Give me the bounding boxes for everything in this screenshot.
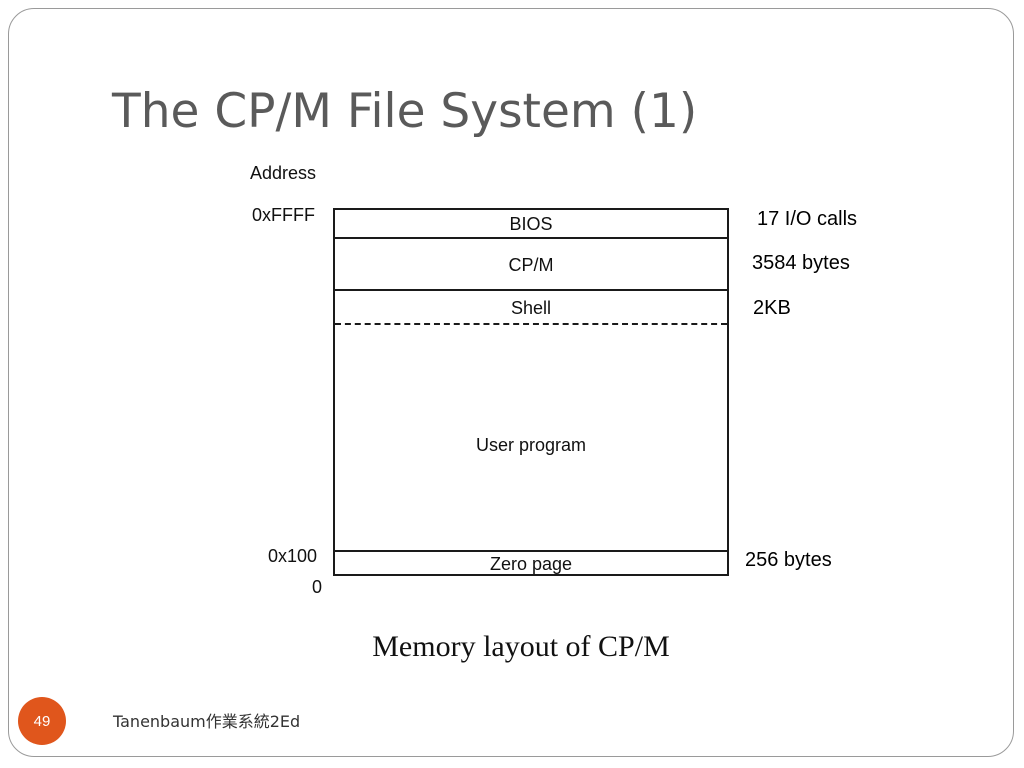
segment-shell-label: Shell [510,298,552,318]
zero-page-divider [335,550,727,552]
bios-cpm-divider [335,237,727,239]
address-bottom-label: 0 [312,577,323,597]
segment-user-program-label: User program [475,435,587,455]
memory-layout-diagram: BIOS CP/M Shell User program Zero page [333,208,729,576]
slide-frame [8,8,1014,757]
note-shell: 2KB [753,297,791,319]
segment-zero-page-label: Zero page [489,554,573,574]
cpm-shell-divider [335,289,727,291]
address-header: Address [250,163,317,183]
shell-boundary-dashed-line [335,323,727,325]
note-zero-page: 256 bytes [745,549,832,571]
note-cpm: 3584 bytes [752,252,850,274]
page-number: 49 [33,712,51,730]
note-bios: 17 I/O calls [757,208,858,230]
footer-text: Tanenbaum作業系統2Ed [113,712,301,731]
address-zero-page-label: 0x100 [268,546,318,566]
segment-cpm-label: CP/M [508,255,554,275]
diagram-caption: Memory layout of CP/M [372,630,670,663]
page-number-badge: 49 [18,697,66,745]
address-top-label: 0xFFFF [252,205,315,225]
segment-bios-label: BIOS [509,214,553,234]
slide-title: The CP/M File System (1) [112,84,698,139]
